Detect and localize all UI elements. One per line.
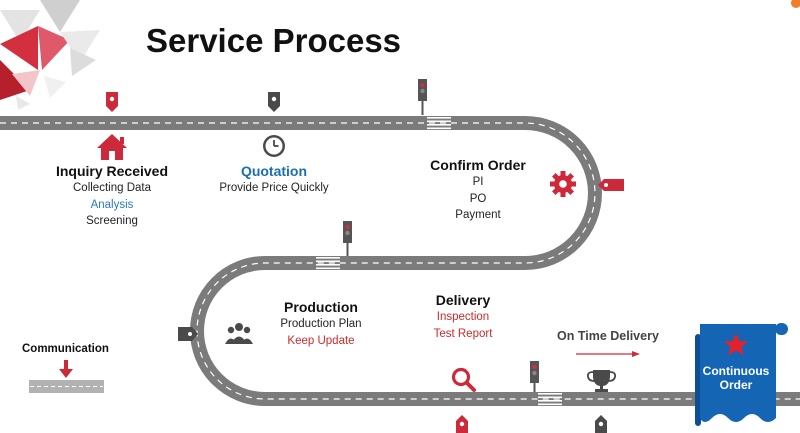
- stage-line: Payment: [455, 209, 501, 221]
- crosswalk-top: [427, 117, 451, 130]
- stage-line: Analysis: [90, 198, 134, 211]
- crosswalk-bottom: [538, 393, 562, 406]
- stage-delivery: Delivery Inspection Test Report: [413, 291, 513, 342]
- trophy-icon: [586, 370, 617, 392]
- house-icon: [97, 134, 127, 160]
- continuous-order-line2: Order: [719, 378, 753, 392]
- people-icon: [225, 323, 253, 344]
- page-title: Service Process: [146, 22, 402, 59]
- continuous-order-banner: [695, 323, 788, 426]
- decorative-triangles: [0, 0, 100, 110]
- stage-line: Provide Price Quickly: [219, 182, 329, 194]
- tag-icon: [598, 179, 624, 191]
- map-pin-icon: [268, 92, 280, 112]
- stage-line: Test Report: [433, 327, 493, 340]
- stage-line: Keep Update: [287, 334, 355, 347]
- arrow-down-icon: [59, 360, 73, 378]
- stage-quotation: Quotation Provide Price Quickly: [214, 162, 334, 197]
- communication-road: [29, 380, 104, 393]
- stage-line: PO: [469, 192, 487, 205]
- road-center-line: [0, 122, 800, 400]
- gear-icon: [550, 171, 576, 197]
- communication-label: Communication: [22, 343, 109, 355]
- stage-line: Screening: [86, 215, 138, 227]
- tag-icon: [178, 327, 198, 341]
- map-pin-icon: [595, 415, 607, 433]
- stage-heading: Confirm Order: [430, 157, 526, 173]
- stage-line: PI: [472, 176, 484, 188]
- stage-heading: Quotation: [240, 163, 308, 179]
- traffic-light-icon: [418, 79, 427, 115]
- star-icon: [724, 333, 748, 356]
- clock-icon: [263, 135, 285, 157]
- stage-production: Production Production Plan Keep Update: [261, 298, 381, 349]
- stage-confirm-order: Confirm Order PI PO Payment: [418, 156, 538, 224]
- continuous-order-line1: Continuous: [702, 364, 770, 378]
- map-pin-icon: [106, 92, 118, 112]
- map-pin-icon: [456, 415, 468, 433]
- stage-line: Production Plan: [280, 318, 362, 330]
- traffic-light-icon: [530, 361, 539, 392]
- delivery-arrow: [576, 351, 640, 357]
- stage-heading: Delivery: [435, 292, 491, 308]
- search-icon: [451, 367, 476, 392]
- stage-heading: Inquiry Received: [55, 163, 169, 179]
- stage-line: Inspection: [436, 311, 490, 323]
- stage-inquiry: Inquiry Received Collecting Data Analysi…: [52, 162, 172, 230]
- continuous-order-label: Continuous Order: [700, 364, 772, 392]
- crosswalk-middle: [316, 257, 340, 270]
- corner-badge: [791, 0, 800, 8]
- traffic-light-icon: [343, 221, 352, 256]
- stage-line: Collecting Data: [73, 182, 151, 194]
- stage-heading: Production: [284, 299, 358, 315]
- on-time-delivery-label: On Time Delivery: [557, 329, 659, 343]
